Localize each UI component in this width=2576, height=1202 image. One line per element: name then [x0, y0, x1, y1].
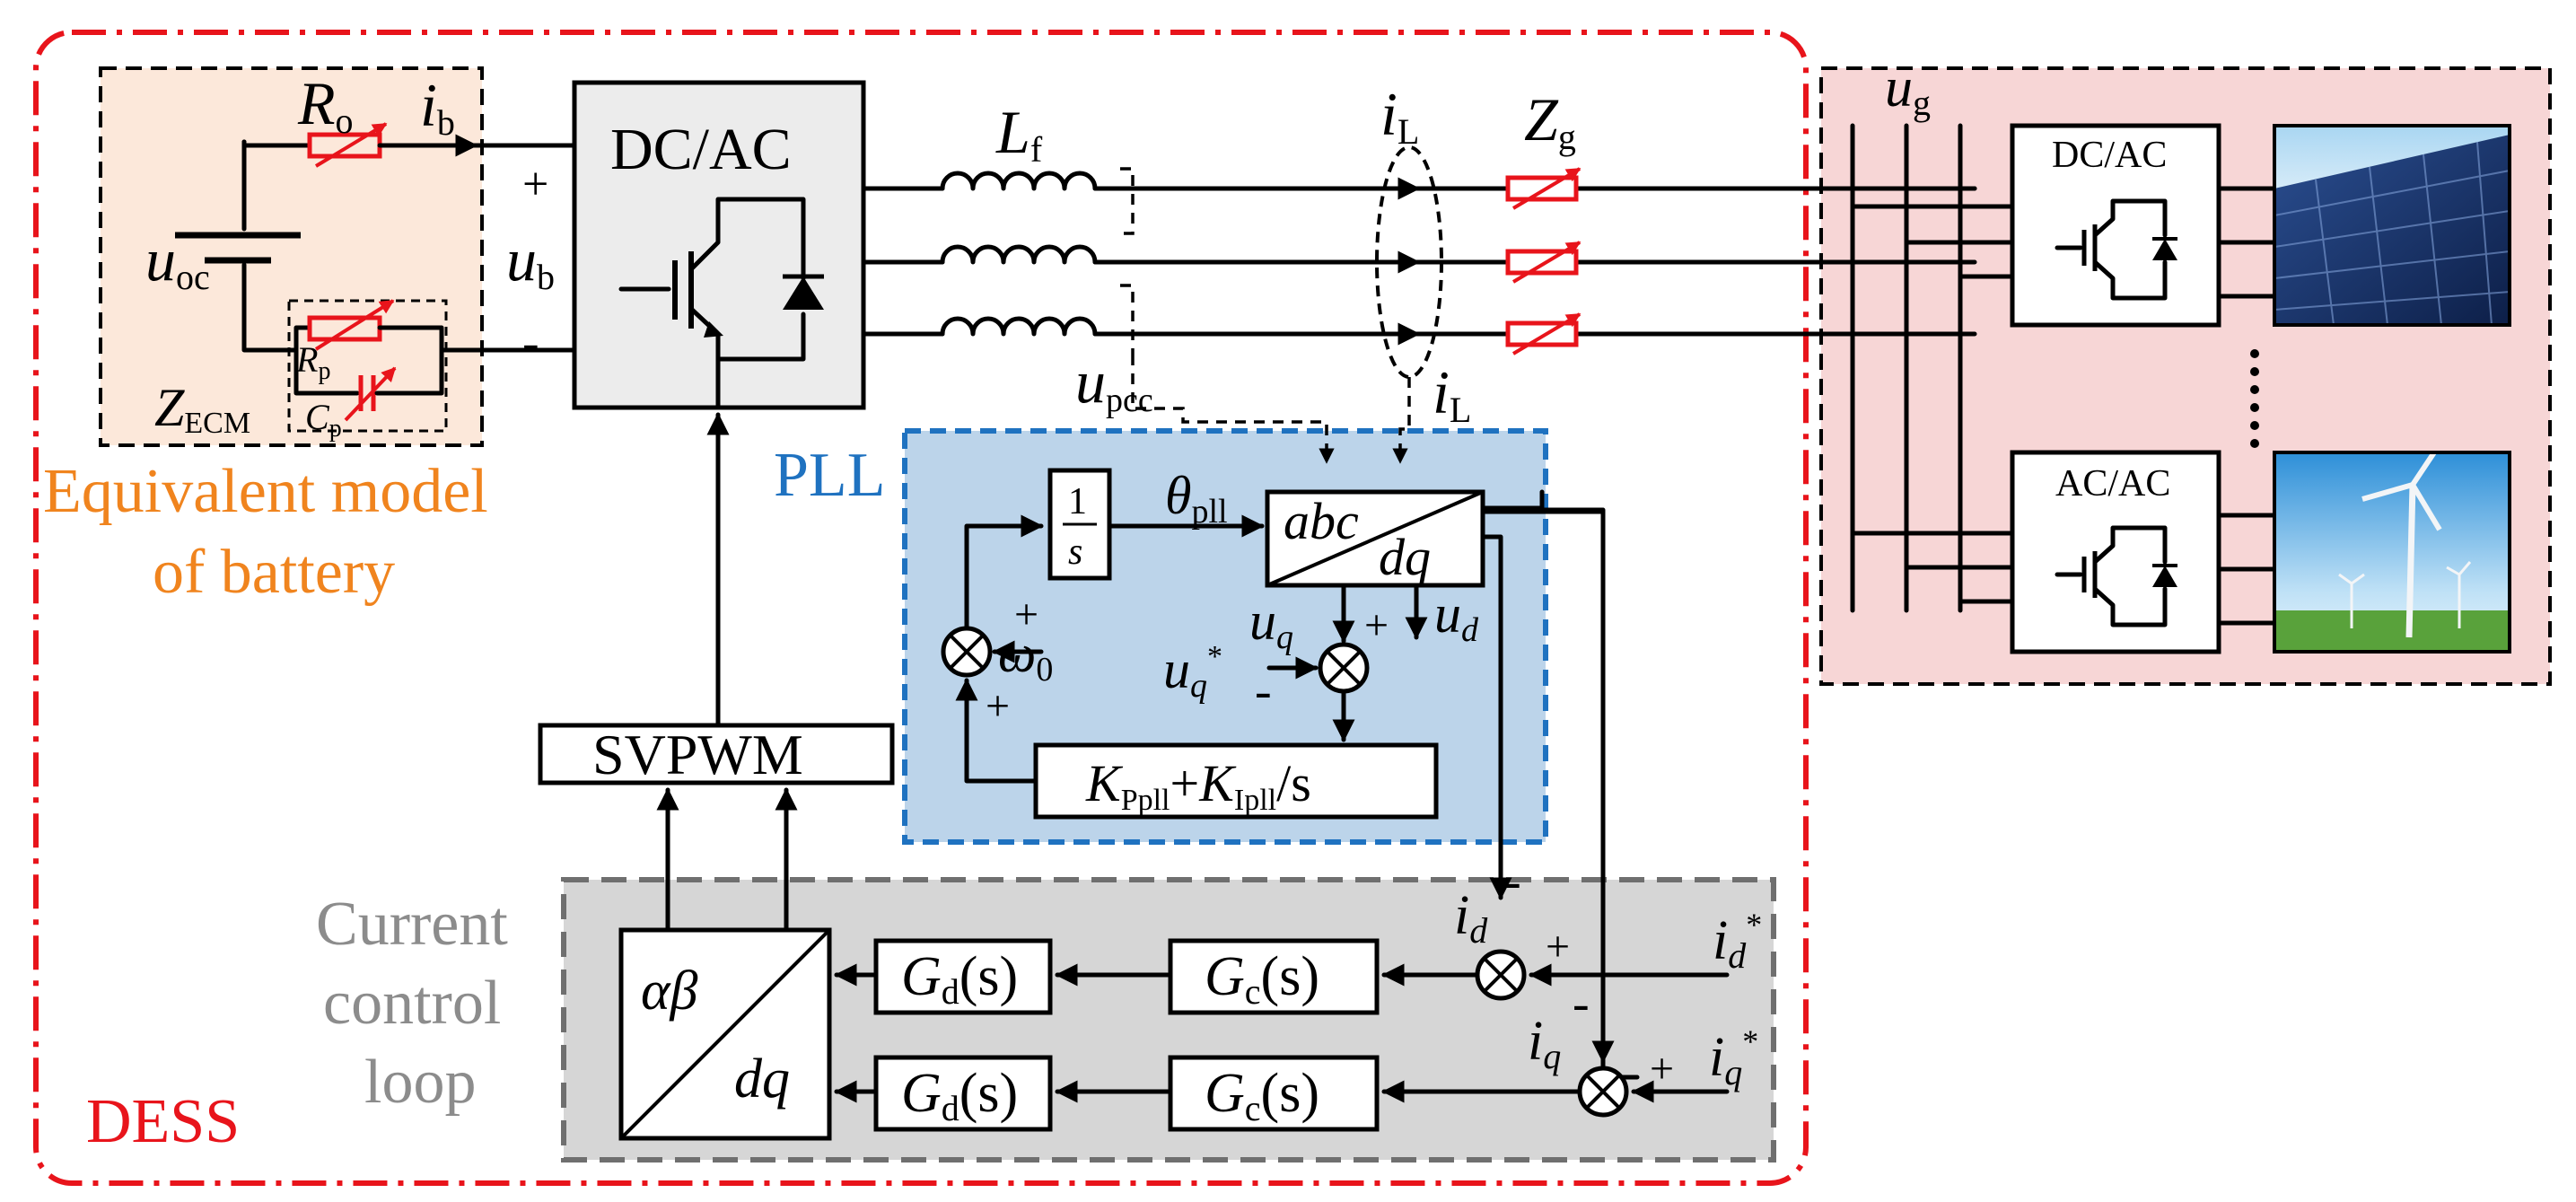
pcc-measurement [1120, 145, 1443, 464]
battery-circuit [175, 122, 577, 433]
pll-label: PLL [774, 441, 885, 510]
theta-pll-label: θpll [1165, 466, 1228, 531]
dq-label-pll: dq [1379, 528, 1431, 586]
zg-impedances [1505, 167, 1582, 355]
abc-label: abc [1284, 492, 1359, 550]
current-control-blocks: αβ dq [618, 509, 1730, 1141]
iq-ref-label: iq* [1709, 1023, 1758, 1092]
solar-panel-icon [2273, 124, 2511, 327]
integrator-one: 1 [1068, 481, 1087, 522]
sum-omega-plus-top: + [1014, 591, 1038, 638]
battery-model-region [99, 66, 484, 447]
main-dcac-label: DC/AC [610, 117, 792, 182]
igbt-icon-grid-dcac [2055, 198, 2177, 301]
gd-block-d [873, 938, 1053, 1015]
lf-label: Lf [995, 98, 1043, 170]
il-top-label: iL [1380, 80, 1419, 152]
current-loop-label-1: Current [316, 890, 508, 959]
kpll-label: KPpll+KIpll/s [1085, 754, 1311, 817]
battery-title-line1: Equivalent model [43, 457, 488, 526]
gc-block-q [1168, 1055, 1380, 1132]
grid-dcac-converter [2010, 123, 2221, 328]
battery-title-line2: of battery [153, 538, 395, 607]
sum-uq-plus: + [1364, 601, 1389, 649]
grid-dcac-label: DC/AC [2052, 135, 2167, 176]
wind-turbine-icon [2273, 451, 2511, 654]
dq-label-ccl: dq [734, 1048, 790, 1110]
id-feedback-label: id [1454, 885, 1488, 951]
ug-label: ug [1885, 57, 1931, 123]
dess-boundary [33, 30, 1809, 1186]
minus-sign-dc: - [522, 315, 539, 371]
svpwm-block [538, 723, 895, 785]
gc-label-d: Gc(s) [1205, 946, 1319, 1012]
ib-label: ib [420, 71, 455, 143]
grid-acac-label: AC/AC [2055, 463, 2170, 504]
gc-label-q: Gc(s) [1205, 1063, 1319, 1128]
gd-label-q: Gd(s) [901, 1063, 1018, 1128]
plus-sign-dc: + [522, 159, 548, 210]
ub-label: ub [506, 225, 555, 297]
current-loop-label-3: loop [364, 1048, 476, 1117]
igbt-icon-grid-acac [2055, 525, 2177, 627]
igbt-icon [618, 197, 824, 410]
ellipsis-dots [2250, 349, 2259, 448]
dess-label: DESS [86, 1087, 240, 1156]
upcc-label: upcc [1075, 347, 1153, 419]
ud-label: ud [1434, 584, 1479, 649]
integrator-s: s [1068, 531, 1082, 573]
il-current-sensor [1375, 145, 1443, 379]
sum-iq-minus: - [1573, 976, 1590, 1031]
uoc-label: uoc [145, 225, 210, 297]
gd-block-q [873, 1055, 1053, 1132]
grid-busbars [1850, 123, 2015, 613]
pi-controller-pll [1033, 742, 1439, 820]
current-loop-label-2: control [323, 969, 501, 1038]
iq-feedback-label: iq [1528, 1011, 1561, 1076]
uq-label: uq [1249, 592, 1293, 656]
il-bottom-label: iL [1433, 358, 1471, 430]
sum-omega-plus-bottom: + [986, 682, 1010, 730]
zg-label: Zg [1524, 85, 1576, 157]
gc-block-d [1168, 938, 1380, 1015]
pll-blocks: 1 s abc dq [941, 468, 1640, 1080]
omega0-label: ω0 [998, 624, 1053, 689]
sum-iq-plus: + [1650, 1045, 1674, 1092]
ro-label: Ro [297, 69, 354, 141]
cp-label: Cp [305, 397, 342, 443]
zecm-label: ZECM [154, 378, 250, 440]
sum-uq-minus: - [1255, 663, 1272, 719]
uq-ref-label: uq* [1163, 640, 1222, 705]
svpwm-label: SVPWM [592, 723, 803, 786]
id-ref-label: id* [1713, 907, 1762, 976]
gd-label-d: Gd(s) [901, 946, 1018, 1012]
rp-label: Rp [295, 339, 330, 385]
alphabeta-label: αβ [641, 961, 698, 1022]
sum-id-plus: + [1546, 923, 1570, 970]
sum-id-minus: - [1504, 854, 1521, 909]
grid-acac-converter [2010, 450, 2221, 654]
